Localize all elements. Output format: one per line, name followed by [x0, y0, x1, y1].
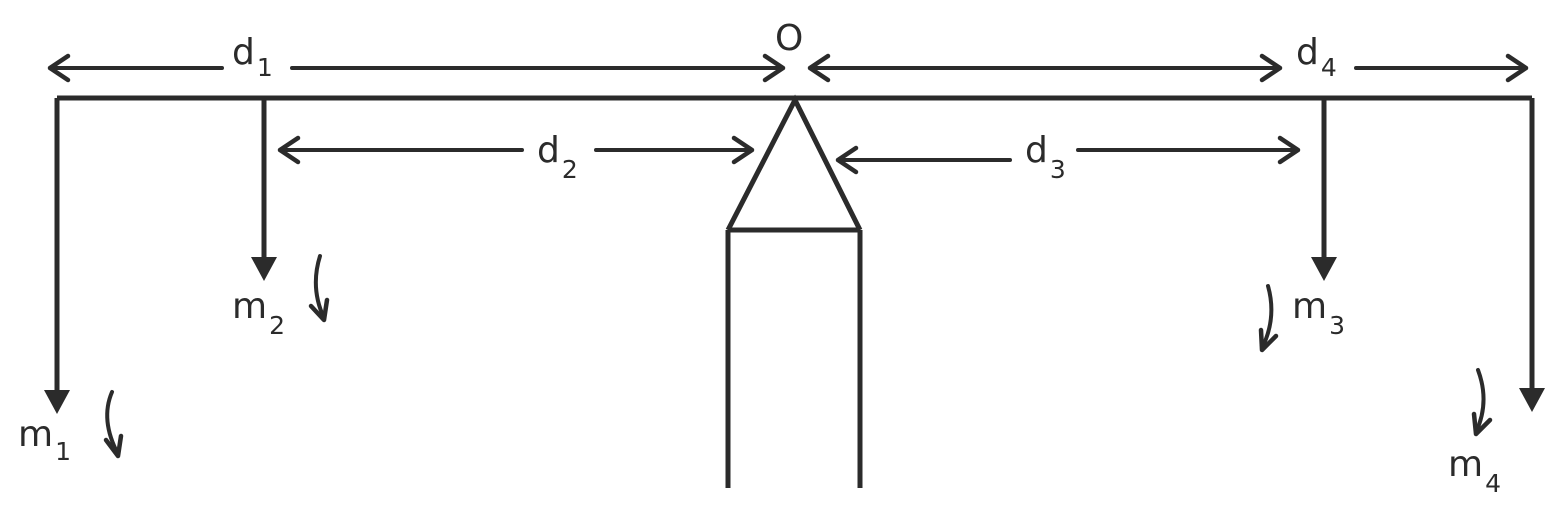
force-arrow-m2 [251, 98, 277, 281]
fulcrum-triangle [725, 94, 863, 232]
moment-arrow-m4 [1471, 368, 1493, 437]
distance-d1-label: d1 [232, 32, 273, 82]
moment-arrow-m2 [308, 254, 330, 323]
distance-d4-arrow [807, 53, 1529, 83]
distance-d3-arrow [835, 135, 1301, 175]
distance-d3-label: d3 [1025, 130, 1066, 184]
distance-d4-label: d4 [1296, 32, 1337, 82]
mass-m3-label: m3 [1292, 286, 1345, 340]
force-arrow-m1 [44, 98, 70, 414]
distance-d2-label: d2 [537, 130, 578, 184]
fulcrum [725, 94, 863, 488]
pivot-label: O [775, 18, 803, 59]
mass-m2-label: m2 [232, 286, 285, 340]
moment-arrow-m3 [1258, 284, 1279, 353]
force-arrow-m4 [1519, 98, 1545, 412]
moment-arrow-m1 [103, 390, 124, 459]
distance-d1-arrow [47, 53, 786, 83]
mass-m4-label: m4 [1448, 444, 1501, 498]
force-arrow-m3 [1311, 98, 1337, 281]
distance-d2-arrow [277, 135, 755, 165]
mass-m1-label: m1 [18, 414, 71, 466]
